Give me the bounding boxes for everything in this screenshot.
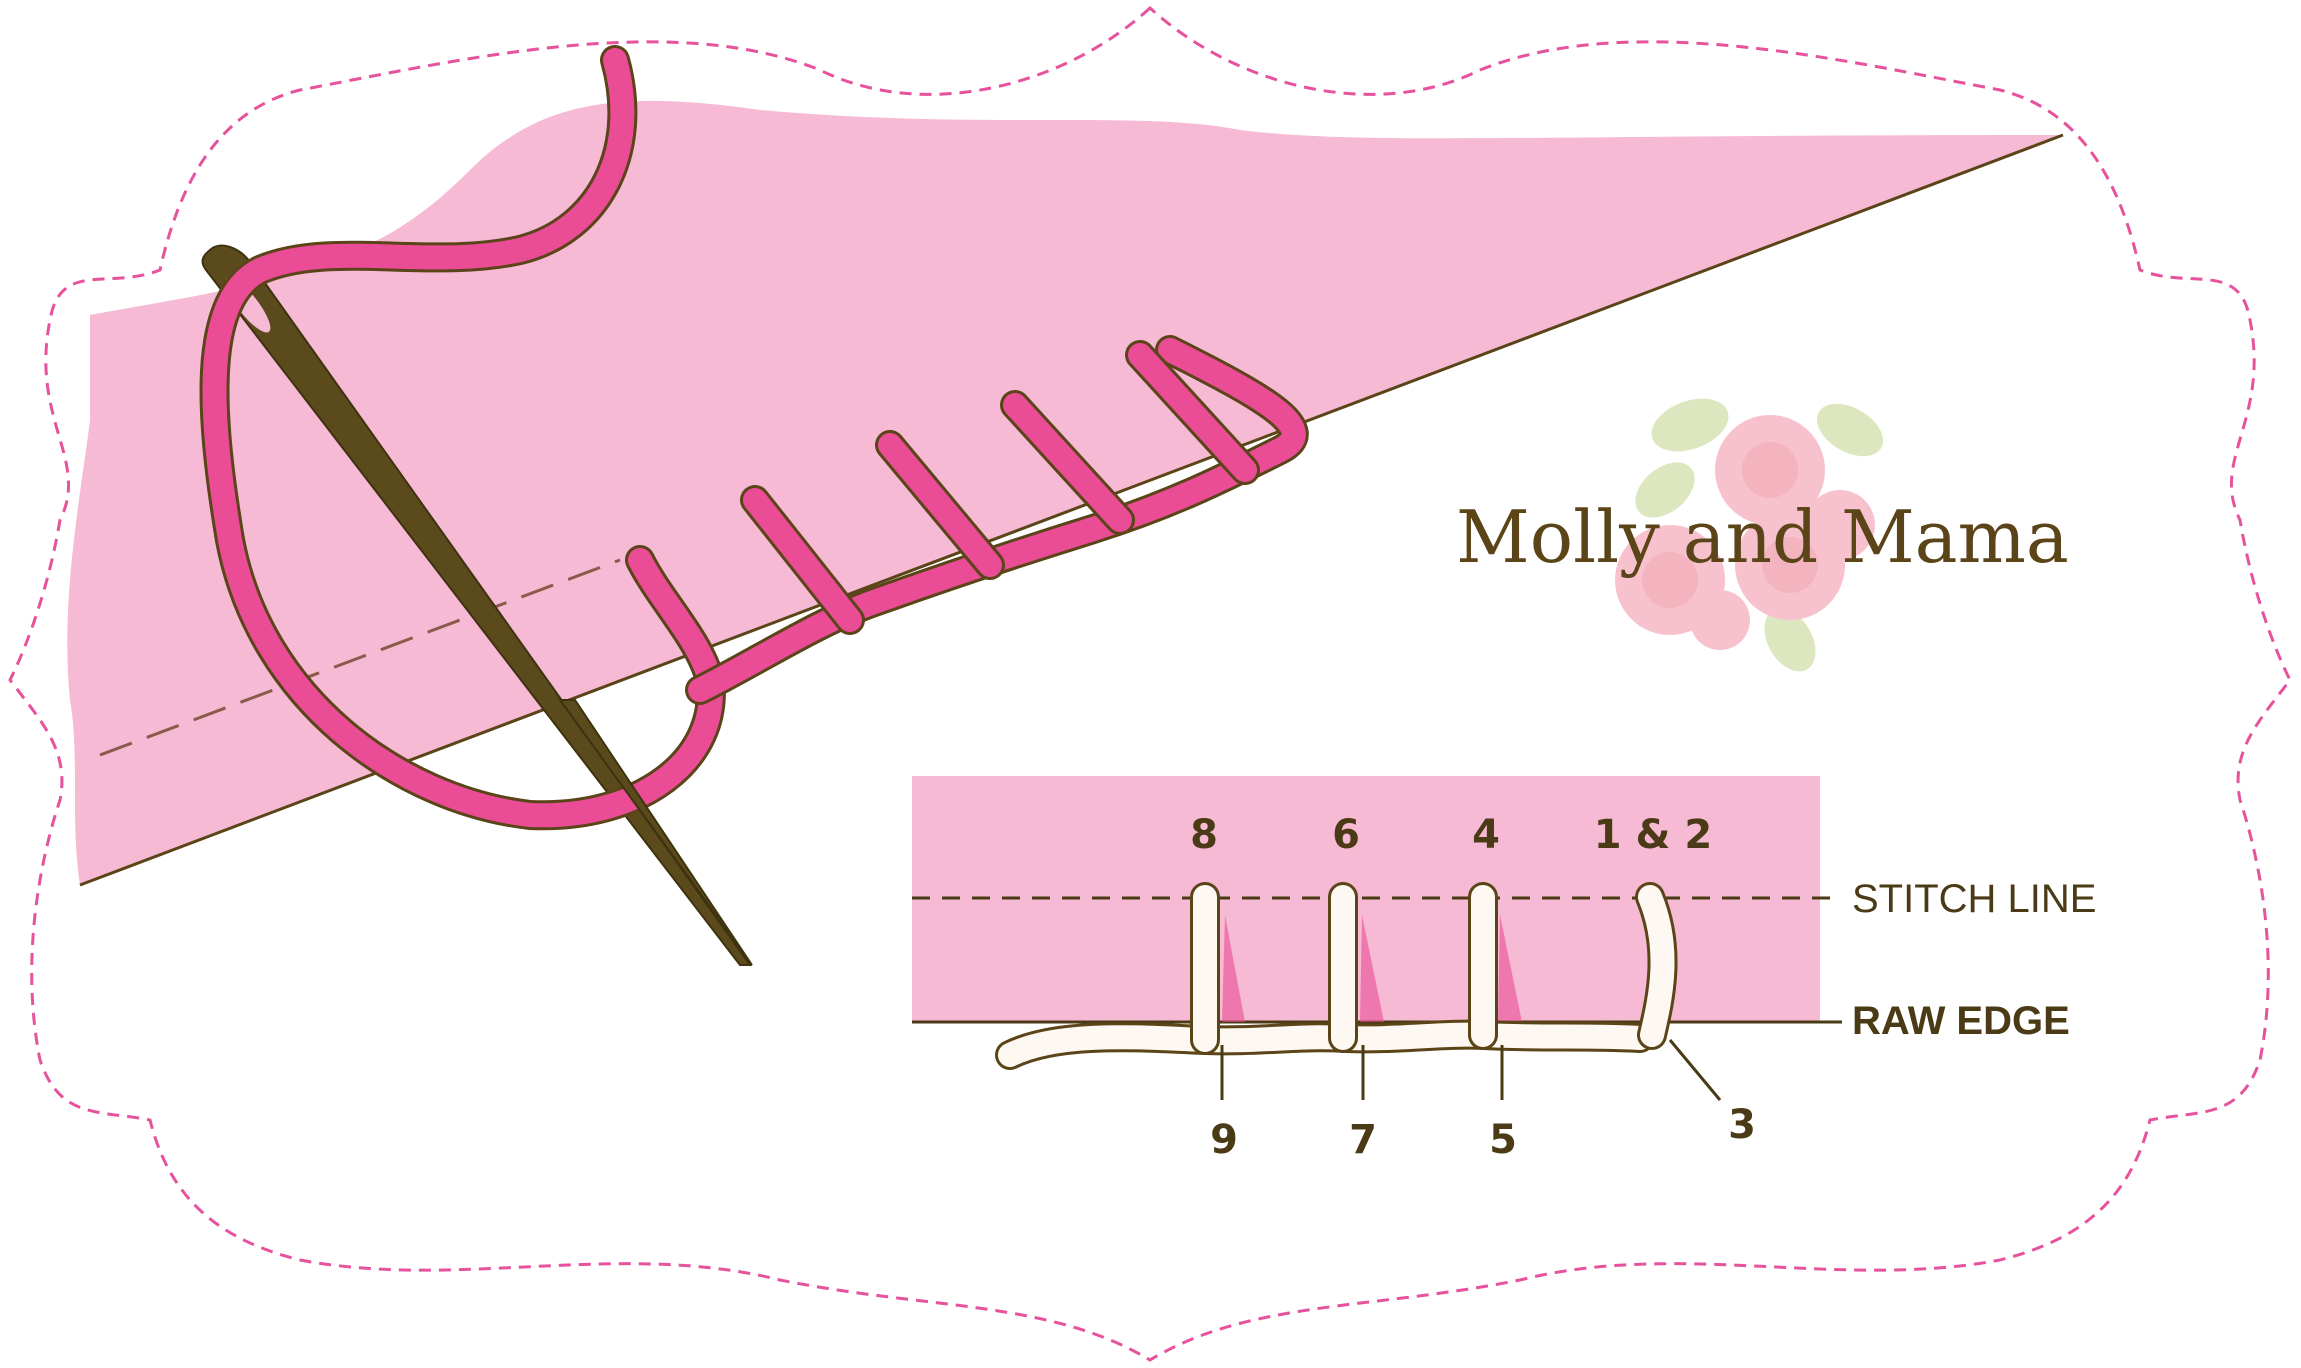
needle-tip <box>558 699 753 966</box>
stitch-line <box>99 558 621 757</box>
fabric-stitches <box>740 340 1260 635</box>
stitch-line-label: STITCH LINE <box>1852 877 2096 921</box>
thread-edge-run <box>685 335 1309 705</box>
thread-main <box>199 45 726 831</box>
raw-edge-line <box>79 133 2064 887</box>
step-label-1-2: 1 & 2 <box>1594 812 1712 858</box>
step-label-7: 7 <box>1349 1117 1377 1163</box>
rose-cluster-icon <box>1615 398 1884 672</box>
step-label-4: 4 <box>1472 812 1500 858</box>
inset-diagram: 8 6 4 1 & 2 9 7 5 3 STITCH LINE RAW EDGE <box>912 776 2096 1163</box>
fabric-piece <box>67 100 2064 885</box>
step-label-9: 9 <box>1210 1117 1238 1163</box>
step-label-3: 3 <box>1728 1102 1756 1148</box>
step-label-5: 5 <box>1489 1117 1517 1163</box>
brand-title: Molly and Mama <box>1456 495 2069 579</box>
raw-edge-label: RAW EDGE <box>1852 999 2070 1043</box>
step-label-6: 6 <box>1332 812 1360 858</box>
inset-stitch-1-2 <box>1638 885 1675 1047</box>
step-label-8: 8 <box>1190 812 1218 858</box>
